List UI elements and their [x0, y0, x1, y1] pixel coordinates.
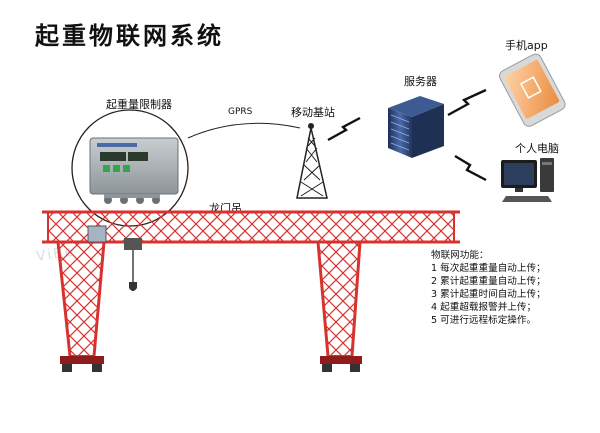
page-title: 起重物联网系统	[35, 22, 224, 50]
phone-icon	[499, 53, 566, 127]
limiter-label: 起重量限制器	[106, 98, 172, 111]
gprs-label: GPRS	[228, 107, 253, 117]
feature-item: 2 累计起重重量自动上传；	[431, 276, 546, 287]
pc-label: 个人电脑	[515, 142, 559, 155]
gantry-crane	[42, 210, 460, 372]
server-icon	[388, 96, 444, 158]
iot-features-panel: 物联网功能： 1 每次起重重量自动上传； 2 累计起重重量自动上传； 3 累计起…	[431, 249, 546, 327]
features-heading: 物联网功能：	[431, 250, 489, 261]
gprs-link	[187, 122, 301, 139]
server-label: 服务器	[404, 75, 437, 88]
feature-item: 4 起重超载报警并上传；	[431, 302, 537, 313]
feature-item: 1 每次起重重量自动上传；	[431, 263, 546, 274]
base-station-icon	[296, 123, 328, 199]
base-station-label: 移动基站	[291, 106, 335, 119]
feature-item: 3 累计起重时间自动上传；	[431, 289, 546, 300]
phone-app-label: 手机app	[505, 39, 548, 52]
limiter-device	[71, 109, 189, 227]
feature-item: 5 可进行远程标定操作。	[431, 315, 537, 326]
wireless-signal-icon	[327, 88, 487, 182]
pc-icon	[501, 158, 554, 202]
